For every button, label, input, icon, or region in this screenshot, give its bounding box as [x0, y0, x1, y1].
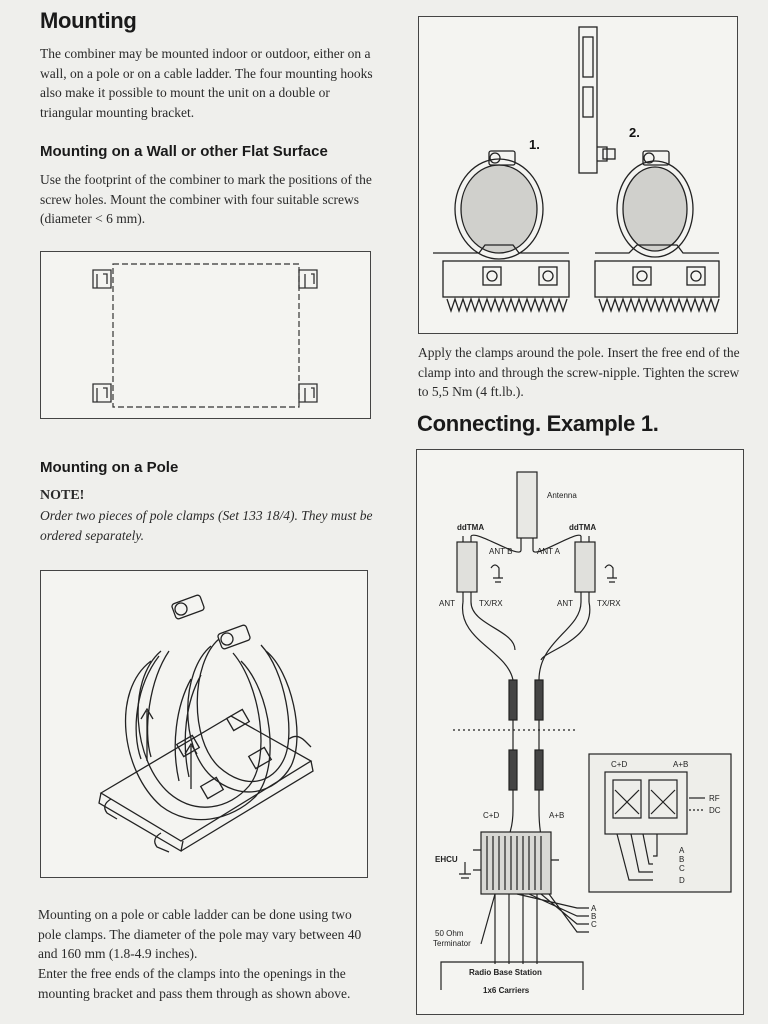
clamp-install-drawing: 1. 2.	[433, 26, 720, 314]
rf-legend-label: RF	[709, 794, 720, 803]
txrx-right-label: TX/RX	[597, 599, 621, 608]
ddtma-right-label: ddTMA	[569, 523, 596, 532]
inset-c-label: C	[679, 864, 685, 873]
clamp-step-2: 2.	[629, 125, 640, 140]
inset-d-label: D	[679, 876, 685, 885]
antenna-label: Antenna	[547, 491, 577, 500]
pole-text-1: Mounting on a pole or cable ladder can b…	[38, 907, 362, 961]
connection-drawing: Antenna ddTMA ddTMA ANT B ANT A ANT TX/R…	[433, 471, 732, 995]
connect-title: Connecting. Example 1.	[417, 411, 659, 436]
wall-title: Mounting on a Wall or other Flat Surface	[40, 143, 328, 160]
rbs-label-2: 1x6 Carriers	[483, 986, 530, 995]
wall-footprint-figure	[40, 251, 371, 419]
ehcu-ab-label: A+B	[549, 811, 564, 820]
connection-diagram: Antenna ddTMA ddTMA ANT B ANT A ANT TX/R…	[416, 449, 744, 1015]
lead-c-label: C	[591, 920, 597, 929]
ehcu-cd-label: C+D	[483, 811, 499, 820]
txrx-left-label: TX/RX	[479, 599, 503, 608]
clamp-step-1: 1.	[529, 137, 540, 152]
inset-b-label: B	[679, 855, 684, 864]
mounting-text: The combiner may be mounted indoor or ou…	[40, 46, 373, 120]
note-text: Order two pieces of pole clamps (Set 133…	[40, 508, 373, 543]
pole-text-2: Enter the free ends of the clamps into t…	[38, 966, 351, 1001]
ehcu-label: EHCU	[435, 855, 458, 864]
inset-cd-label: C+D	[611, 760, 627, 769]
inset-ab-label: A+B	[673, 760, 688, 769]
ant-b-label: ANT B	[489, 547, 512, 556]
lead-b-label: B	[591, 912, 596, 921]
terminator-label-2: Terminator	[433, 939, 471, 948]
inset-a-label: A	[679, 846, 685, 855]
pole-clamp-figure	[40, 570, 368, 878]
lead-a-label: A	[591, 904, 597, 913]
clamp-install-figure: 1. 2.	[418, 16, 738, 334]
rbs-label-1: Radio Base Station	[469, 968, 542, 977]
terminator-label-1: 50 Ohm	[435, 929, 464, 938]
dc-legend-label: DC	[709, 806, 721, 815]
pole-title: Mounting on a Pole	[40, 459, 179, 476]
ant-a-label: ANT A	[537, 547, 561, 556]
mounting-title: Mounting	[40, 8, 137, 33]
ddtma-left-label: ddTMA	[457, 523, 484, 532]
wall-text: Use the footprint of the combiner to mar…	[40, 172, 372, 226]
ant-right-label: ANT	[557, 599, 573, 608]
note-label: NOTE!	[40, 488, 85, 503]
pole-clamp-drawing	[98, 594, 314, 853]
ant-left-label: ANT	[439, 599, 455, 608]
wall-footprint-drawing	[92, 263, 318, 408]
clamp-text: Apply the clamps around the pole. Insert…	[418, 345, 740, 399]
